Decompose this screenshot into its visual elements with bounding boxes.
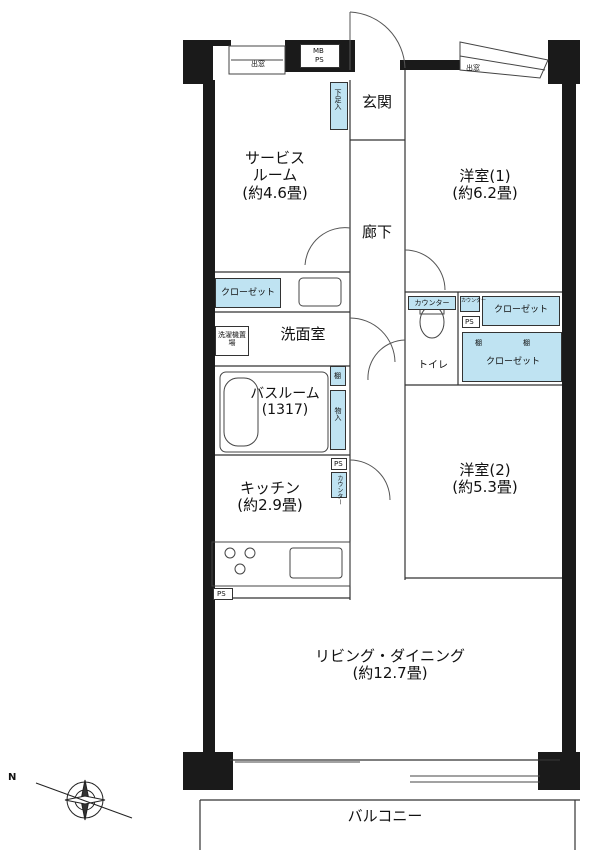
windows — [228, 41, 549, 783]
closet-left: クローゼット — [215, 278, 281, 308]
room-yoshitsu-1: 洋室(1) (約6.2畳) — [452, 167, 518, 203]
room-senmenshitsu: 洗面室 — [280, 325, 326, 343]
closet-lower-right: 棚 棚 クローゼット — [462, 332, 562, 382]
room-genkan: 玄関 — [361, 93, 392, 111]
mb-ps: MB PS — [300, 44, 340, 68]
north-label: N — [8, 772, 17, 783]
room-yoshitsu-2: 洋室(2) (約5.3畳) — [452, 461, 518, 497]
interior-walls — [215, 70, 562, 761]
toilet-counter: カウンター — [408, 296, 456, 310]
bay-window-right-label: 出窓 — [466, 64, 480, 72]
counter-small: カウンター — [460, 296, 486, 312]
shelf-bath: 棚 — [330, 366, 346, 386]
counter-kitchen: カウンター — [331, 472, 347, 505]
room-living-dining: リビング・ダイニング (約12.7畳) — [314, 647, 465, 683]
balcony-outline — [199, 799, 580, 850]
bay-window-left-label: 出窓 — [251, 60, 265, 68]
washer-area: 洗濯機置場 — [215, 326, 249, 356]
room-rouka: 廊下 — [361, 223, 392, 241]
ps-toilet: PS — [462, 316, 480, 328]
closet-upper-right: クローゼット — [482, 296, 560, 326]
room-bathroom: バスルーム (1317) — [250, 386, 320, 419]
ps-living: PS — [213, 588, 233, 600]
ps-kitchen: PS — [331, 458, 347, 470]
storage-bath: 物入 — [330, 390, 346, 450]
compass-rose — [35, 779, 133, 821]
room-kitchen: キッチン (約2.9畳) — [237, 479, 303, 515]
room-balcony: バルコニー — [347, 807, 423, 825]
room-toilet: トイレ — [418, 360, 448, 371]
fixtures — [211, 277, 445, 587]
door-swings — [304, 11, 446, 501]
shoe-box: 下足入 — [330, 82, 348, 130]
room-service-room: サービス ルーム (約4.6畳) — [242, 149, 308, 202]
